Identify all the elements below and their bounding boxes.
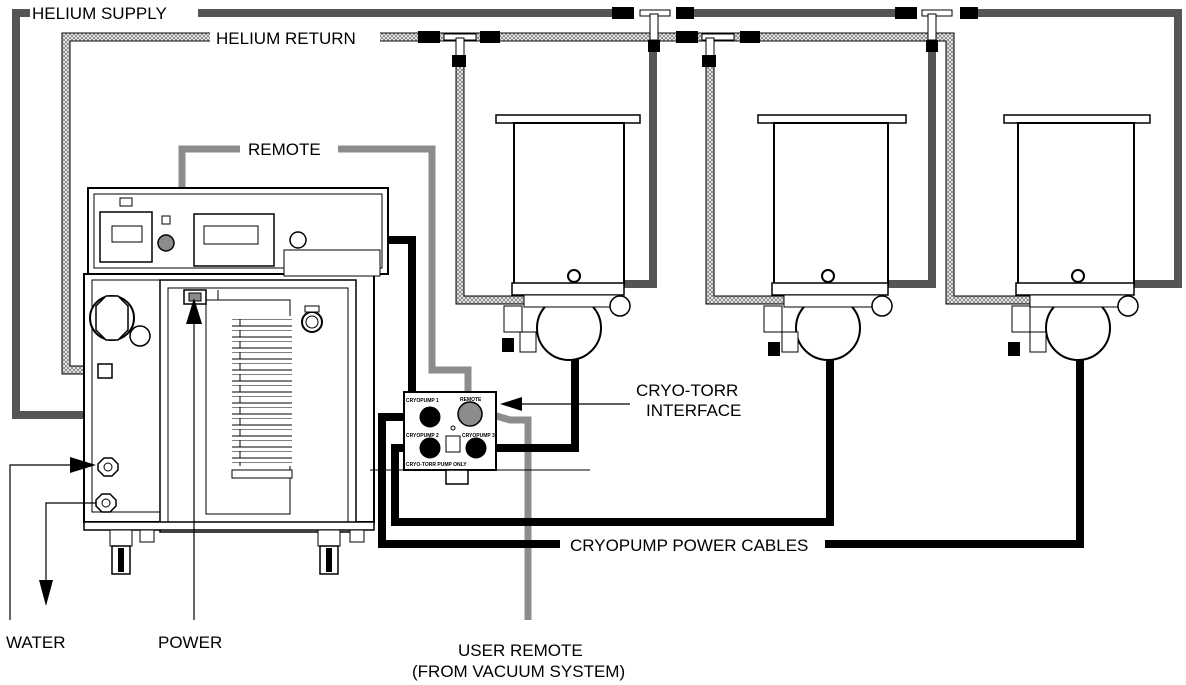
water-label: WATER [6,633,66,652]
cryo-torr-label-line1: CRYO-TORR [636,381,738,400]
remote-label: REMOTE [248,140,321,159]
helium-return-label: HELIUM RETURN [216,29,356,48]
helium-supply-label: HELIUM SUPPLY [32,4,167,23]
helium-fittings [418,7,978,67]
helium-return-line [61,32,1082,375]
cryopump-1-port-label: CRYOPUMP 1 [406,398,439,404]
user-remote-label-line2: (FROM VACUUM SYSTEM) [412,662,625,681]
compressor-unit [83,187,389,575]
remote-port-label: REMOTE [460,397,482,403]
cryopump-3 [1003,114,1151,361]
user-remote-label-line1: USER REMOTE [458,641,583,660]
cryo-torr-only-label: CRYO-TORR PUMP ONLY [406,462,467,468]
power-label: POWER [158,633,222,652]
cryopump-3-port-label: CRYOPUMP 3 [462,433,495,439]
cryopump-power-cables-label: CRYOPUMP POWER CABLES [570,536,808,555]
cryo-torr-interface-box [370,391,590,485]
cryopump-1 [495,114,641,361]
cryopump-2 [757,114,907,361]
cryo-torr-label-line2: INTERFACE [646,401,741,420]
cryopump-2-port-label: CRYOPUMP 2 [406,433,439,439]
leader-arrows [9,298,630,620]
